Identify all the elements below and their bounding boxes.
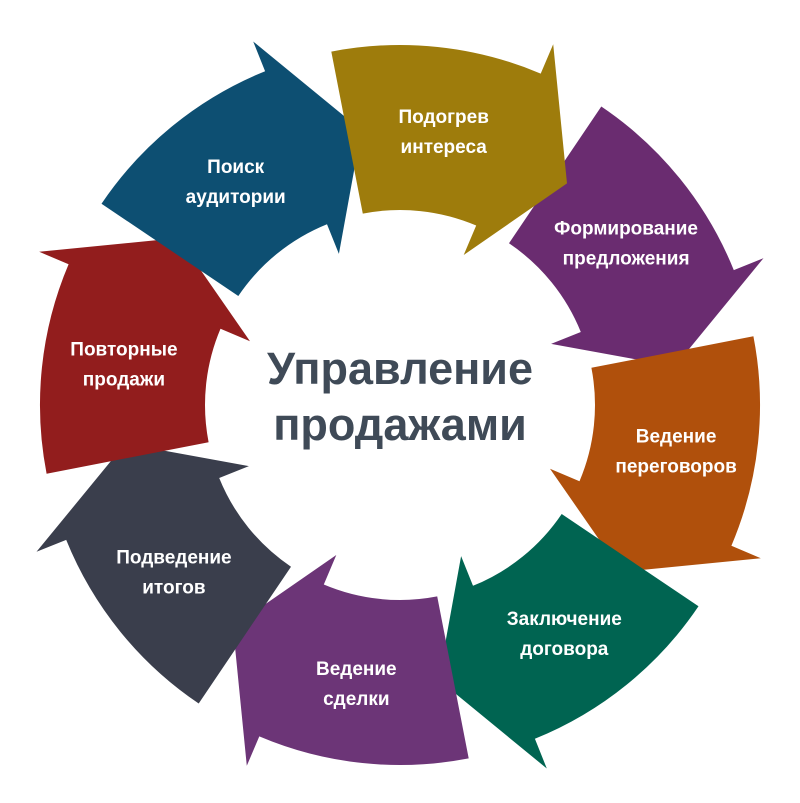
center-title-line-1: Управление [267, 343, 533, 394]
cycle-segment-5 [233, 555, 469, 766]
segment-label-line: итогов [142, 577, 205, 598]
cycle-segment-2 [509, 106, 764, 367]
segment-label-6: Подведение итогов [116, 547, 231, 598]
cycle-segment-3 [550, 336, 761, 572]
segment-label-line: Повторные [70, 339, 177, 360]
segment-label-line: предложения [563, 249, 690, 270]
segment-label-line: Заключение [507, 609, 622, 630]
segment-label-line: Подведение [116, 547, 231, 568]
segment-label-8: Поиск аудитории [186, 157, 286, 208]
segment-label-3: Ведение переговоров [615, 427, 736, 478]
center-title: Управление продажами [267, 343, 533, 450]
segment-label-5: Ведение сделки [316, 659, 397, 710]
cycle-segment-4 [438, 514, 699, 769]
segment-label-line: Подогрев [398, 107, 488, 128]
cycle-segment-8 [101, 41, 362, 296]
segment-label-2: Формирование предложения [554, 219, 698, 270]
segment-label-1: Подогрев интереса [398, 107, 488, 158]
segment-label-line: Ведение [636, 427, 717, 448]
segment-label-line: продажи [83, 369, 165, 390]
cycle-segment-1 [331, 44, 567, 256]
segment-label-line: договора [520, 639, 609, 660]
segment-label-line: интереса [401, 137, 488, 158]
center-title-line-2: продажами [273, 399, 527, 450]
segment-label-4: Заключение договора [507, 609, 622, 660]
cycle-segment-6 [36, 443, 291, 704]
segment-label-line: сделки [323, 689, 389, 710]
segment-label-line: Формирование [554, 219, 698, 240]
segment-label-line: Поиск [207, 157, 265, 178]
segment-label-line: аудитории [186, 187, 286, 208]
segment-label-line: Ведение [316, 659, 397, 680]
segment-label-line: переговоров [615, 457, 736, 478]
cycle-segment-7 [39, 238, 251, 474]
segment-label-7: Повторные продажи [70, 339, 177, 390]
cycle-segments [36, 41, 764, 769]
